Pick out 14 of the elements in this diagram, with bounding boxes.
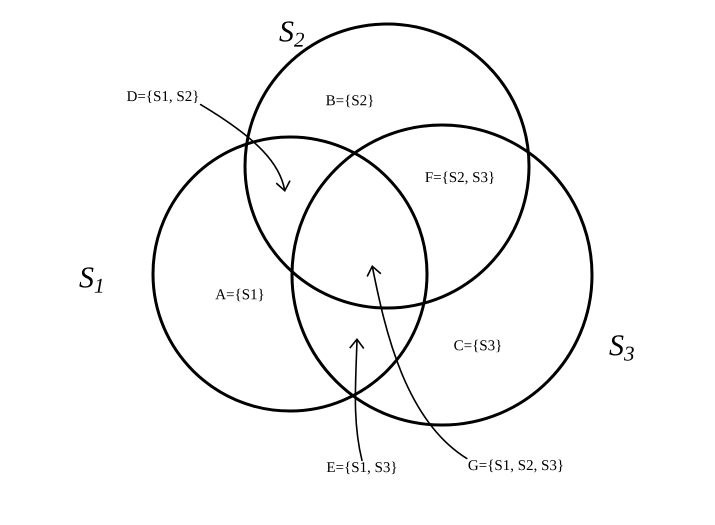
set-name: S$_{3}$ — [609, 335, 634, 361]
set-name: S$_{1}$ — [79, 267, 102, 293]
region-label: B={S2} — [326, 94, 373, 108]
region-label: G={S1, S2, S3} — [468, 460, 563, 472]
leader-arrow — [349, 338, 364, 462]
region-label: C={S3} — [454, 340, 501, 352]
set-name: S$_{2}$ — [279, 21, 304, 47]
leader-arrow — [200, 104, 291, 192]
region-label: E={S1, S3} — [326, 462, 396, 474]
region-label: F={S2, S3} — [425, 172, 494, 184]
region-label: A={S1} — [215, 288, 264, 302]
circle — [290, 124, 594, 426]
leader-arrow — [366, 265, 468, 460]
region-label: D={S1, S2} — [127, 90, 198, 104]
